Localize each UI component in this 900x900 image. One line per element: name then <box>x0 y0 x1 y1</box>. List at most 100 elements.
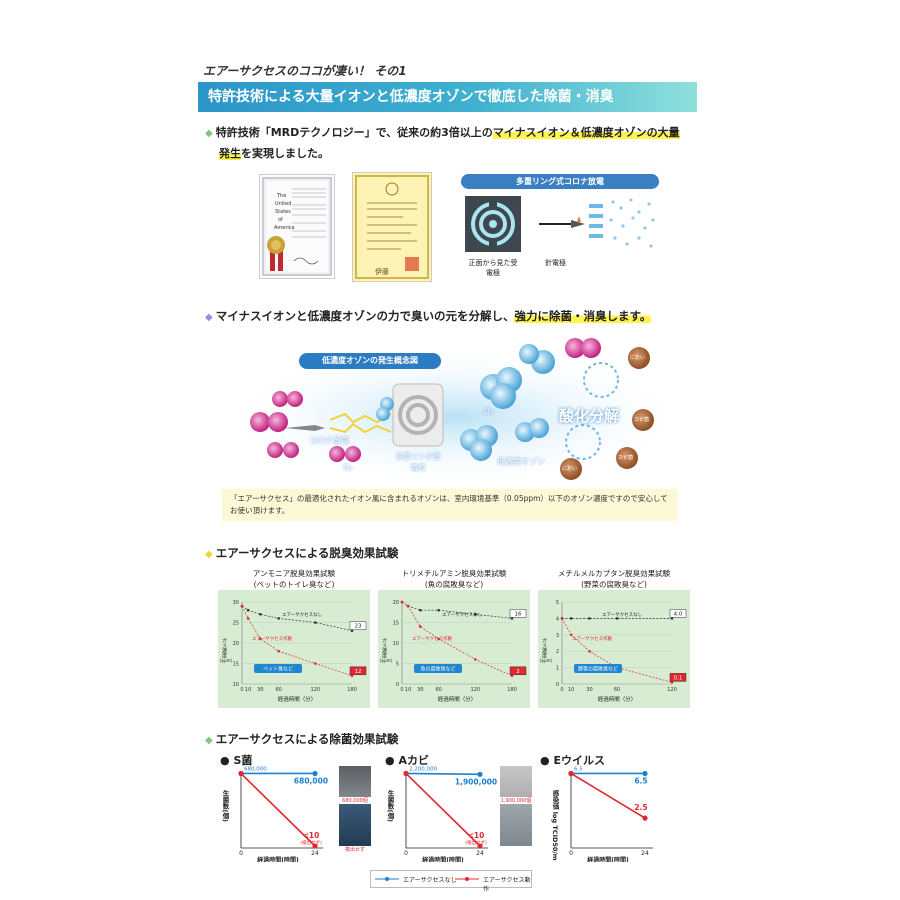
y-tick-label: 15 <box>393 621 399 627</box>
end-value-label: 12 <box>355 669 362 675</box>
chart-tag-label: 魚の腐敗臭など <box>420 666 455 673</box>
data-point <box>588 649 591 653</box>
disinfect-legend: エアーサクセスなし エアーサクセス動作 <box>370 870 532 893</box>
chart-subtitle: (ペットのトイレ臭など) <box>253 580 335 589</box>
ring-electrode-label: 多重リング受電極 <box>395 452 441 472</box>
data-point <box>437 637 440 641</box>
chart-tag-label: ペット臭など <box>263 666 293 673</box>
x-tick-label: 10 <box>568 687 574 693</box>
end-value-label: 1,900,000 <box>455 777 497 786</box>
data-point <box>477 771 483 777</box>
series-label-with: エアーサクセス作動 <box>572 635 613 642</box>
data-point <box>477 843 483 849</box>
x-tick-label: 60 <box>435 687 441 693</box>
x-tick-label: 120 <box>311 687 321 693</box>
section-kicker: エアーサクセスのココが凄い！ その1 <box>203 64 407 78</box>
x-tick-label: 0 <box>404 850 408 857</box>
y-axis-label: 生菌数(個) <box>386 789 395 822</box>
x-tick-label: 0 <box>560 687 563 693</box>
data-point <box>560 617 564 620</box>
chart-title: アンモニア脱臭効果試験 <box>252 569 336 578</box>
x-tick-label: 0 <box>239 850 243 857</box>
x-tick-label: 120 <box>667 687 677 693</box>
data-point <box>312 770 318 777</box>
y-tick-label: 2 <box>556 649 559 655</box>
data-point <box>277 649 280 653</box>
photo-count-label: 1,900,000個 <box>500 797 532 804</box>
data-point <box>437 608 440 612</box>
y-tick-label: 10 <box>393 641 399 647</box>
mold-badge-label: カビ菌 <box>634 417 650 423</box>
ozone-heading-prefix: マイナスイオンと低濃度オゾンの力で臭いの元を分解し、 <box>215 309 515 323</box>
certificate-seal-text: 伊藤 <box>375 268 389 276</box>
chart-tag-box <box>254 664 302 673</box>
y-axis-label: ガス濃度 <box>381 637 387 659</box>
x-tick-label: 30 <box>417 687 423 693</box>
end-value-label: 23 <box>355 624 362 630</box>
x-axis-label: 経過時間(時間) <box>587 856 629 862</box>
y-tick-label: 4 <box>556 616 559 622</box>
chart-title: トリメチルアミン脱臭効果試験 <box>401 569 507 578</box>
chart-subtitle: (魚の腐敗臭など) <box>424 580 484 589</box>
smell-label: におい <box>591 378 610 385</box>
end-value-label: 2.5 <box>634 803 647 812</box>
x-tick-label: 0 <box>240 687 243 693</box>
smell-badge-label-2: におい <box>562 466 578 472</box>
not-detected-label: (検出せず) <box>300 839 322 846</box>
corona-discharge-label: コロナ放電 <box>309 436 349 445</box>
lead-suffix: を実現しました。 <box>241 147 329 160</box>
series-line <box>241 605 353 632</box>
mold-label: カビ菌 <box>571 440 590 447</box>
data-point <box>670 681 674 684</box>
series-line <box>241 605 353 677</box>
series-label-with: エアーサクセス作動 <box>252 635 293 642</box>
chart-tag-label: 野菜の腐敗臭など <box>578 666 618 673</box>
start-value-label: 2,200,000 <box>409 766 437 772</box>
data-point <box>419 608 422 612</box>
series-label-without: エアーサクセスなし <box>282 611 323 618</box>
data-point <box>246 617 250 620</box>
svg-text:United: United <box>275 201 291 207</box>
x-axis-label: 経過時間（分） <box>598 695 637 703</box>
front-electrode-label: 正面から見た受電極 <box>468 259 518 277</box>
data-point <box>277 617 280 620</box>
y-tick-label: 3 <box>556 633 559 639</box>
x-tick-label: 120 <box>471 687 481 693</box>
corona-illustration <box>465 196 655 252</box>
y-axis-unit: (ppm) <box>380 658 393 663</box>
start-value-label: 6.5 <box>574 766 583 772</box>
x-tick-label: 180 <box>347 687 357 693</box>
lead-highlight-2: 発生 <box>219 147 241 160</box>
lead-prefix: 特許技術「MRDテクノロジー」で、従来の約3倍以上の <box>215 126 493 139</box>
end-value-box <box>509 609 527 618</box>
y-tick-label: 20 <box>233 641 239 647</box>
diamond-bullet-icon: ◆ <box>205 735 213 746</box>
deodor-heading: ◆エアーサクセスによる脱臭効果試験 <box>205 545 398 561</box>
diagram-title: 低濃度オゾンの発生概念図 <box>299 353 441 369</box>
series-line <box>401 601 513 677</box>
end-value-box <box>669 673 687 682</box>
photo-count-label: 680,000個 <box>339 797 371 804</box>
japan-patent-certificate-image: 伊藤 <box>352 172 432 282</box>
chart-subtitle: (野菜の腐敗臭など) <box>581 580 647 589</box>
data-point <box>588 617 591 620</box>
y-tick-label: 10 <box>233 682 239 688</box>
us-patent-certificate-image: The United States of America <box>259 174 335 279</box>
lead-text: ◆特許技術「MRDテクノロジー」で、従来の約3倍以上のマイナスイオン＆低濃度オゾ… <box>205 123 695 164</box>
data-point <box>312 843 318 849</box>
y-axis-label: 感染価 log TCID50/mℓ <box>551 789 560 862</box>
s-bacteria-photo: 680,000個 検出せず <box>339 766 371 853</box>
data-point <box>314 621 317 624</box>
diamond-bullet-icon: ◆ <box>205 128 213 139</box>
section-banner: 特許技術による大量イオンと低濃度オゾンで徹底した除菌・消臭 <box>198 82 697 112</box>
data-point <box>314 662 317 665</box>
corona-title: 多重リング式コロナ放電 <box>461 174 659 189</box>
data-point <box>615 617 619 620</box>
o2-label: O₂ <box>343 463 353 472</box>
